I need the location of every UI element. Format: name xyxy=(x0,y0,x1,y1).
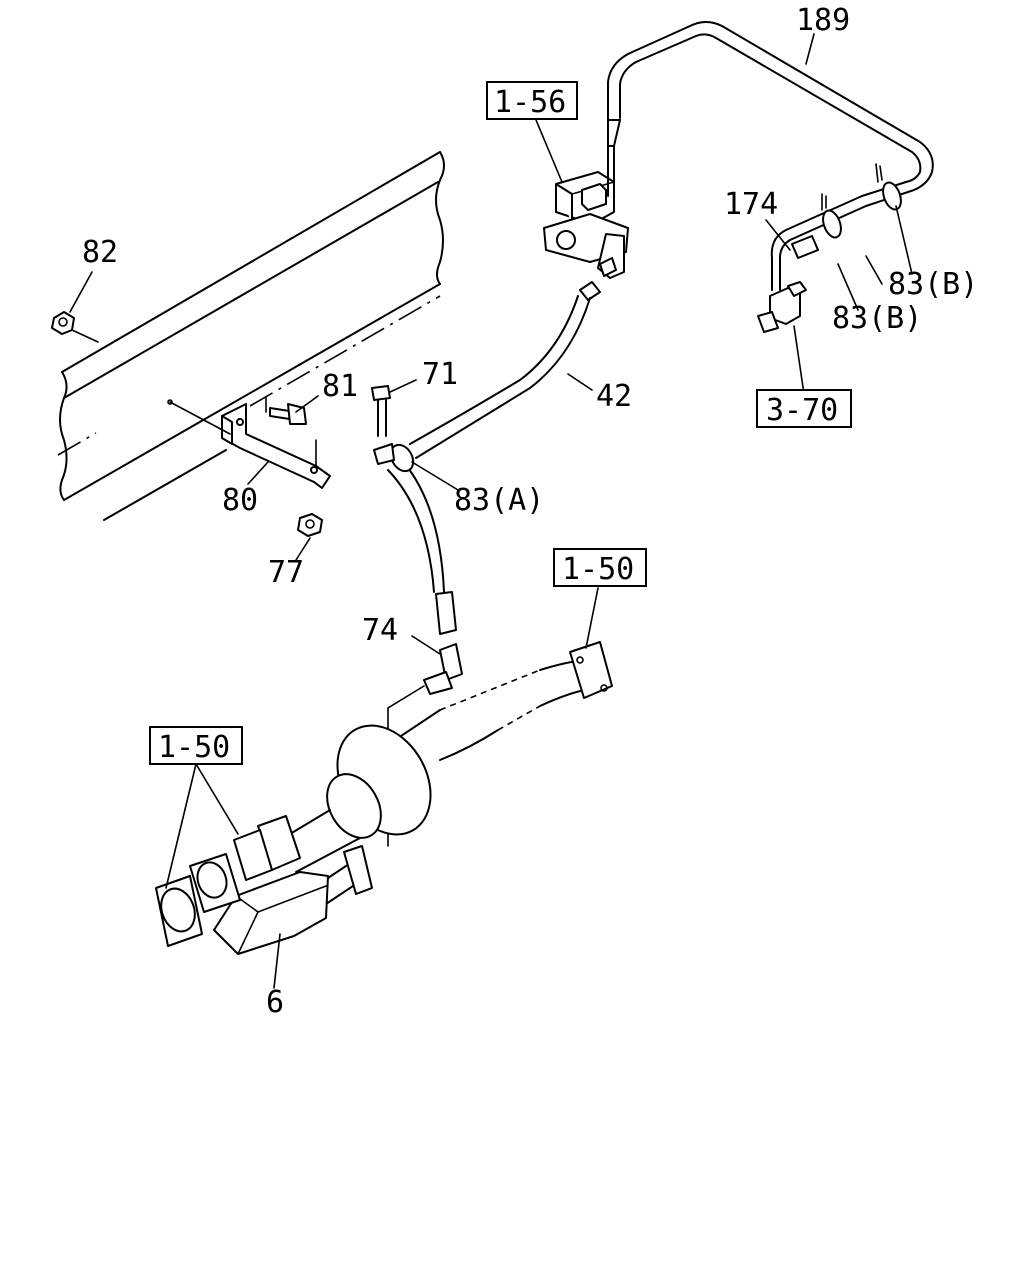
fitting-3-70 xyxy=(757,281,807,333)
callout-81: 81 xyxy=(322,369,358,404)
callout-77: 77 xyxy=(268,555,304,590)
bracket-80 xyxy=(221,403,331,489)
callout-174: 174 xyxy=(724,187,778,222)
valve-assembly xyxy=(543,145,629,279)
references: 1-56 3-70 1-50 1-50 xyxy=(149,81,852,765)
callout-74: 74 xyxy=(362,613,398,648)
reference-1-50-right: 1-50 xyxy=(562,552,634,587)
callout-82: 82 xyxy=(82,235,118,270)
callout-83a: 83(A) xyxy=(454,483,544,518)
reference-box-1-56 xyxy=(486,81,578,120)
reference-box-1-50-left xyxy=(149,726,243,765)
exhaust-pipe xyxy=(155,641,613,955)
leader-lines xyxy=(69,33,913,989)
reference-box-3-70 xyxy=(756,389,852,428)
hose-42 xyxy=(373,281,601,635)
callout-42: 42 xyxy=(596,379,632,414)
callout-83b-upper: 83(B) xyxy=(888,267,978,302)
reference-1-56: 1-56 xyxy=(494,85,566,120)
callout-80: 80 xyxy=(222,483,258,518)
reference-1-50-left: 1-50 xyxy=(158,730,230,765)
callout-6: 6 xyxy=(266,985,284,1020)
nut-82 xyxy=(51,311,75,335)
callouts: 189 174 83(B) 83(B) 82 81 71 42 80 83(A)… xyxy=(82,3,978,1020)
callout-83b-lower: 83(B) xyxy=(832,301,922,336)
tube-174 xyxy=(770,163,902,291)
bolt-81 xyxy=(265,397,307,425)
bolt-71 xyxy=(371,385,391,437)
reference-3-70: 3-70 xyxy=(766,393,838,428)
callout-189: 189 xyxy=(796,3,850,38)
callout-71: 71 xyxy=(422,357,458,392)
nut-77 xyxy=(297,513,323,537)
frame-rail xyxy=(57,151,445,521)
reference-box-1-50-right xyxy=(553,548,647,587)
tube-189 xyxy=(607,21,934,207)
